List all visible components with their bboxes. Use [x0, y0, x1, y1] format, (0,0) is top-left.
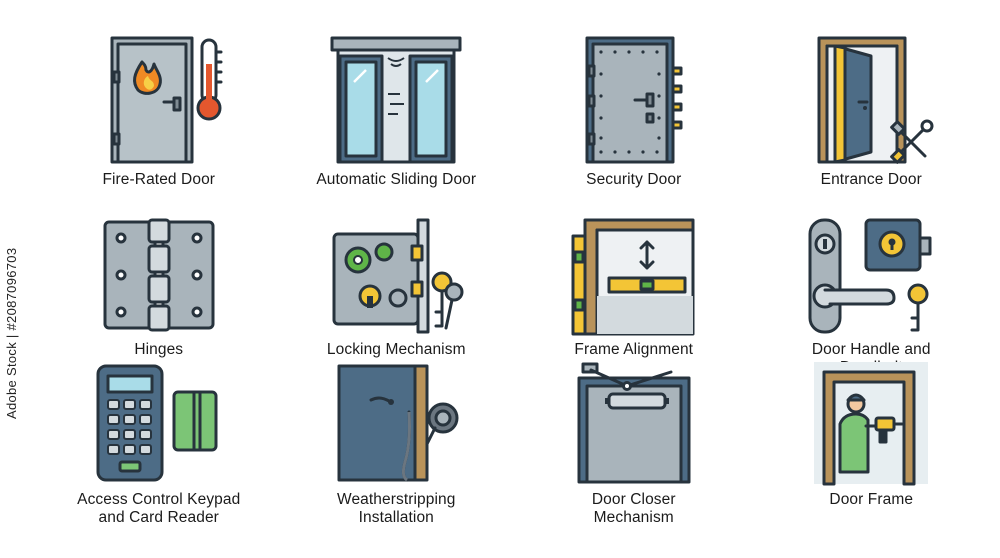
tile-door-handle-deadbolt: Door Handle and Deadbolt	[753, 176, 991, 376]
access-control-keypad-icon	[96, 364, 218, 482]
tile-fire-rated-door: Fire-Rated Door	[40, 0, 278, 188]
icon-label: Automatic Sliding Door	[316, 171, 477, 188]
icon-label: Door Closer Mechanism	[591, 491, 676, 526]
icon-label: Locking Mechanism	[326, 341, 466, 358]
frame-alignment-icon	[571, 218, 695, 336]
icon-label: Entrance Door	[820, 171, 922, 188]
security-door-icon	[585, 36, 683, 164]
door-closer-icon	[577, 362, 691, 484]
icon-label: Hinges	[134, 341, 184, 358]
tile-door-closer: Door Closer Mechanism	[515, 344, 753, 558]
hinges-icon	[103, 218, 215, 332]
fire-rated-door-icon	[110, 36, 223, 164]
door-handle-deadbolt-icon	[808, 218, 932, 334]
tile-locking-mechanism: Locking Mechanism	[278, 176, 516, 358]
tile-door-frame: Door Frame	[753, 344, 991, 558]
icon-grid: Fire-Rated Door Automatic Sliding Door	[40, 0, 990, 558]
entrance-door-icon	[817, 36, 934, 164]
icon-label: Access Control Keypad and Card Reader	[77, 491, 241, 526]
tile-entrance-door: Entrance Door	[753, 0, 991, 188]
tile-security-door: Security Door	[515, 0, 753, 188]
icon-label: Fire-Rated Door	[102, 171, 216, 188]
weatherstripping-icon	[337, 364, 459, 482]
locking-mechanism-icon	[332, 218, 464, 334]
tile-weatherstripping: Weatherstripping Installation	[278, 344, 516, 558]
tile-hinges: Hinges	[40, 176, 278, 358]
icon-label: Security Door	[586, 171, 682, 188]
automatic-sliding-door-icon	[330, 36, 462, 164]
icon-label: Frame Alignment	[574, 341, 694, 358]
tile-frame-alignment: Frame Alignment	[515, 176, 753, 358]
icon-label: Door Frame	[829, 491, 914, 508]
tile-access-control-keypad: Access Control Keypad and Card Reader	[40, 344, 278, 558]
tile-automatic-sliding-door: Automatic Sliding Door	[278, 0, 516, 188]
door-frame-icon	[814, 362, 929, 486]
icon-label: Weatherstripping Installation	[337, 491, 456, 526]
